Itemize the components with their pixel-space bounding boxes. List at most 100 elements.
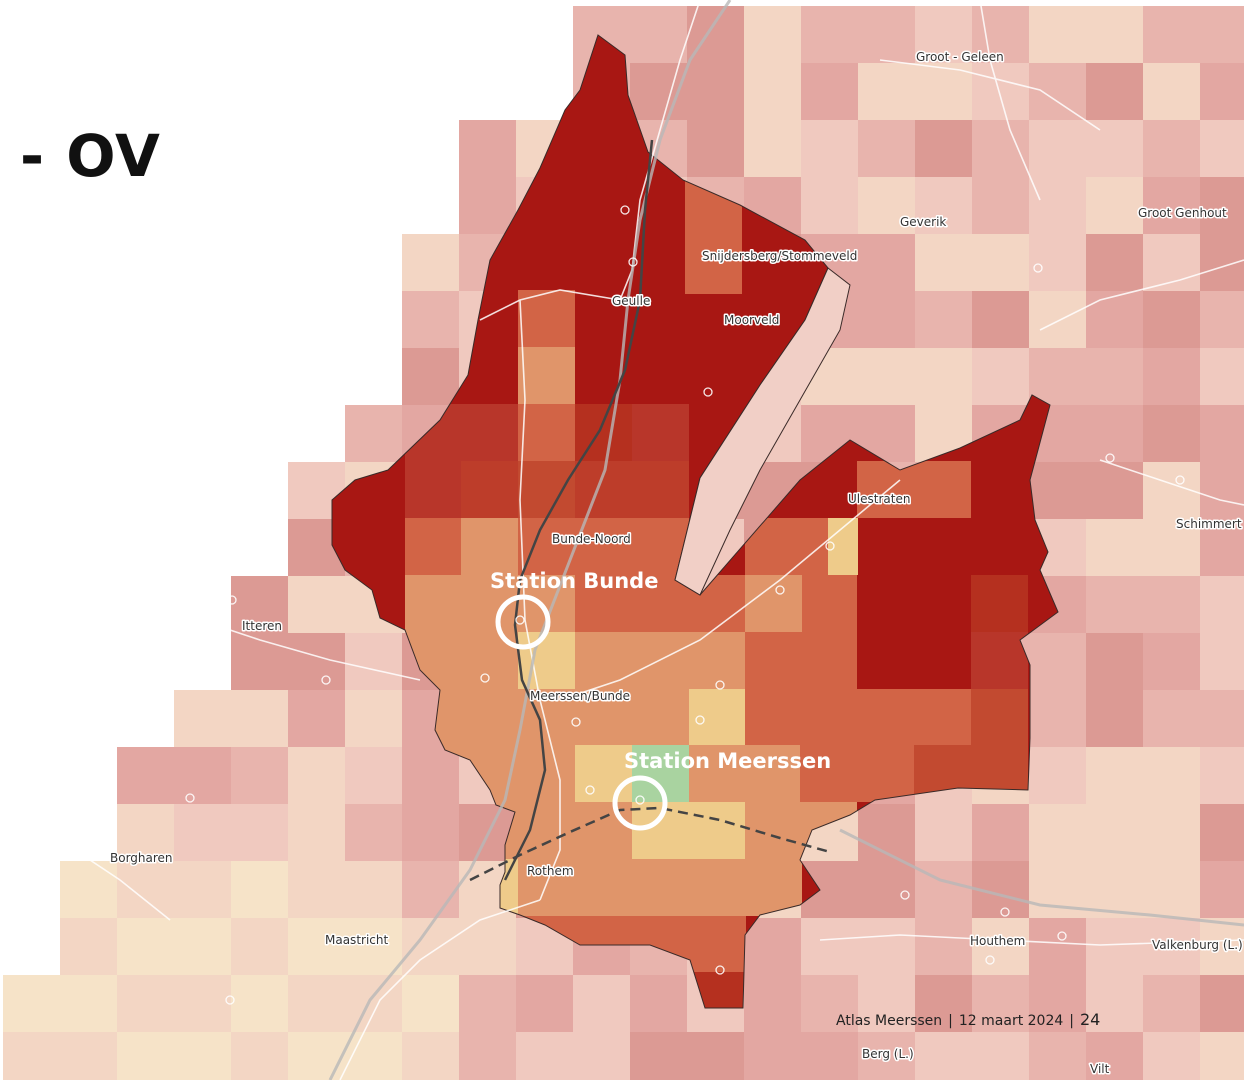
municipality-cell: [575, 802, 632, 859]
grid-cell: [744, 120, 801, 177]
grid-cell: [1200, 804, 1244, 861]
grid-cell: [1029, 348, 1086, 405]
grid-cell: [402, 1032, 459, 1080]
grid-cell: [288, 804, 345, 861]
grid-cell: [60, 861, 117, 918]
grid-cell: [402, 348, 459, 405]
grid-cell: [915, 120, 972, 177]
grid-cell: [288, 975, 345, 1032]
grid-cell: [1143, 633, 1200, 690]
grid-cell: [801, 6, 858, 63]
grid-cell: [1086, 690, 1143, 747]
grid-cell: [1143, 405, 1200, 462]
grid-cell: [174, 804, 231, 861]
municipality-cell: [689, 745, 746, 802]
municipality-cell: [518, 461, 575, 518]
grid-cell: [288, 690, 345, 747]
municipality-cell: [800, 745, 857, 802]
grid-cell: [801, 1032, 858, 1080]
grid-cell: [1200, 348, 1244, 405]
grid-cell: [801, 120, 858, 177]
municipality-cell: [518, 802, 575, 859]
station-meerssen-marker[interactable]: [612, 775, 668, 831]
municipality-cell: [575, 859, 632, 916]
grid-cell: [288, 747, 345, 804]
grid-cell: [1086, 462, 1143, 519]
place-geverik: Geverik: [900, 215, 946, 229]
grid-cell: [972, 918, 1029, 975]
place-berg: Berg (L.): [862, 1047, 914, 1061]
municipality-cell: [800, 689, 857, 746]
grid-cell: [1086, 576, 1143, 633]
municipality-cell: [745, 689, 802, 746]
place-rothem: Rothem: [527, 864, 574, 878]
grid-cell: [174, 690, 231, 747]
grid-cell: [915, 918, 972, 975]
grid-cell: [687, 6, 744, 63]
municipality-cell: [518, 632, 575, 689]
municipality-cell: [632, 575, 689, 632]
place-itteren: Itteren: [242, 619, 282, 633]
grid-cell: [1029, 690, 1086, 747]
grid-cell: [1086, 6, 1143, 63]
municipality-cell: [971, 689, 1028, 746]
grid-cell: [231, 918, 288, 975]
grid-cell: [402, 804, 459, 861]
grid-cell: [1086, 804, 1143, 861]
municipality-cell: [971, 575, 1028, 632]
place-vilt: Vilt: [1090, 1062, 1110, 1076]
grid-cell: [744, 6, 801, 63]
grid-cell: [1200, 1032, 1244, 1080]
grid-cell: [1143, 804, 1200, 861]
grid-cell: [1029, 63, 1086, 120]
grid-cell: [1143, 120, 1200, 177]
grid-cell: [915, 63, 972, 120]
grid-cell: [858, 234, 915, 291]
grid-cell: [1029, 120, 1086, 177]
grid-cell: [1200, 519, 1244, 576]
grid-cell: [915, 177, 972, 234]
municipality-cell: [914, 461, 971, 518]
grid-cell: [1143, 690, 1200, 747]
municipality-cell: [745, 632, 802, 689]
grid-cell: [630, 1032, 687, 1080]
place-moorveld: Moorveld: [724, 313, 779, 327]
footer: Atlas Meerssen|12 maart 2024|24: [836, 1010, 1100, 1029]
grid-cell: [459, 120, 516, 177]
municipality-cell: [518, 745, 575, 802]
grid-cell: [1200, 975, 1244, 1032]
grid-cell: [117, 861, 174, 918]
grid-cell: [1086, 234, 1143, 291]
grid-cell: [231, 861, 288, 918]
grid-cell: [1143, 975, 1200, 1032]
grid-cell: [915, 234, 972, 291]
municipality-cell: [689, 689, 746, 746]
grid-cell: [573, 975, 630, 1032]
station-bunde-marker[interactable]: [495, 594, 551, 650]
grid-cell: [858, 6, 915, 63]
municipality-cell: [632, 802, 689, 859]
place-ulestraten: Ulestraten: [848, 492, 910, 506]
place-geulle: Geulle: [612, 294, 650, 308]
place-snijdersberg: Snijdersberg/Stommeveld: [702, 249, 857, 263]
grid-cell: [915, 804, 972, 861]
grid-cell: [972, 234, 1029, 291]
grid-cell: [915, 291, 972, 348]
grid-cell: [972, 1032, 1029, 1080]
municipality-cell: [689, 802, 746, 859]
grid-cell: [60, 918, 117, 975]
grid-cell: [915, 975, 972, 1032]
grid-cell: [1200, 918, 1244, 975]
municipality-cell: [575, 689, 632, 746]
grid-cell: [1200, 633, 1244, 690]
grid-cell: [1200, 6, 1244, 63]
municipality-cell: [575, 518, 632, 575]
grid-cell: [3, 975, 60, 1032]
grid-cell: [1029, 462, 1086, 519]
grid-cell: [1200, 861, 1244, 918]
grid-cell: [288, 576, 345, 633]
grid-cell: [231, 804, 288, 861]
grid-cell: [231, 633, 288, 690]
grid-cell: [744, 1032, 801, 1080]
